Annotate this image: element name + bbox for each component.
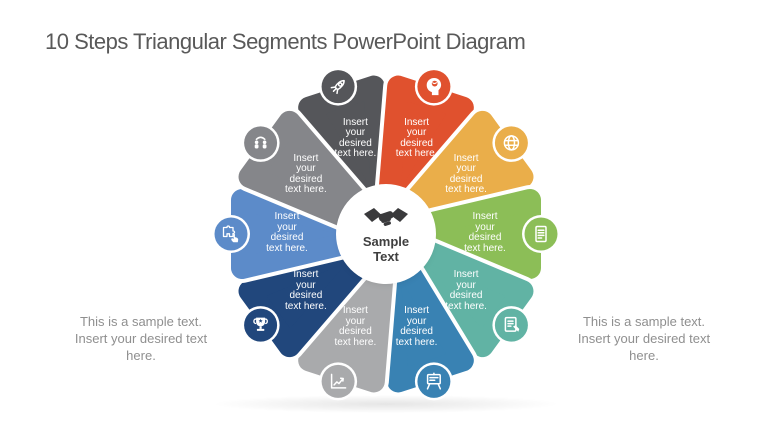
petal-text-step-8: Insert your desired text here. <box>285 269 327 312</box>
petal-text-step-1: Insert your desired text here. <box>334 116 377 160</box>
left-caption: This is a sample text. Insert your desir… <box>74 314 208 363</box>
handshake-icon <box>364 207 408 226</box>
petal-icon-step-1 <box>319 67 358 106</box>
petal-text-step-7: Insert your desired text here. <box>334 305 377 348</box>
petal-text-step-6: Insert your desired text here. <box>395 305 438 348</box>
right-caption: This is a sample text. Insert your desir… <box>577 314 711 363</box>
petal-text-step-3: Insert your desired text here. <box>445 152 487 196</box>
center-hub: Sample Text <box>341 189 431 279</box>
page-title: 10 Steps Triangular Segments PowerPoint … <box>45 29 526 54</box>
floor-shadow <box>216 395 556 413</box>
petal-text-step-4: Insert your desired text here. <box>464 211 506 254</box>
petal-icon-step-10 <box>241 123 280 162</box>
petal-icon-step-2 <box>414 67 453 106</box>
center-label: Sample Text <box>362 233 410 264</box>
petal-text-step-5: Insert your desired text here. <box>445 269 487 312</box>
petal-text-step-10: Insert your desired text here. <box>285 152 327 196</box>
petal-icon-step-3 <box>492 123 531 162</box>
petal-text-step-9: Insert your desired text here. <box>266 211 308 254</box>
petal-text-step-2: Insert your desired text here. <box>395 116 438 160</box>
petal-icon-step-7 <box>319 362 358 401</box>
petal-icon-step-6 <box>414 362 453 401</box>
petal-icon-step-8 <box>241 306 280 345</box>
petal-icon-step-9 <box>212 215 250 253</box>
petal-icon-step-4 <box>522 215 560 253</box>
petal-icon-step-5 <box>492 306 531 345</box>
